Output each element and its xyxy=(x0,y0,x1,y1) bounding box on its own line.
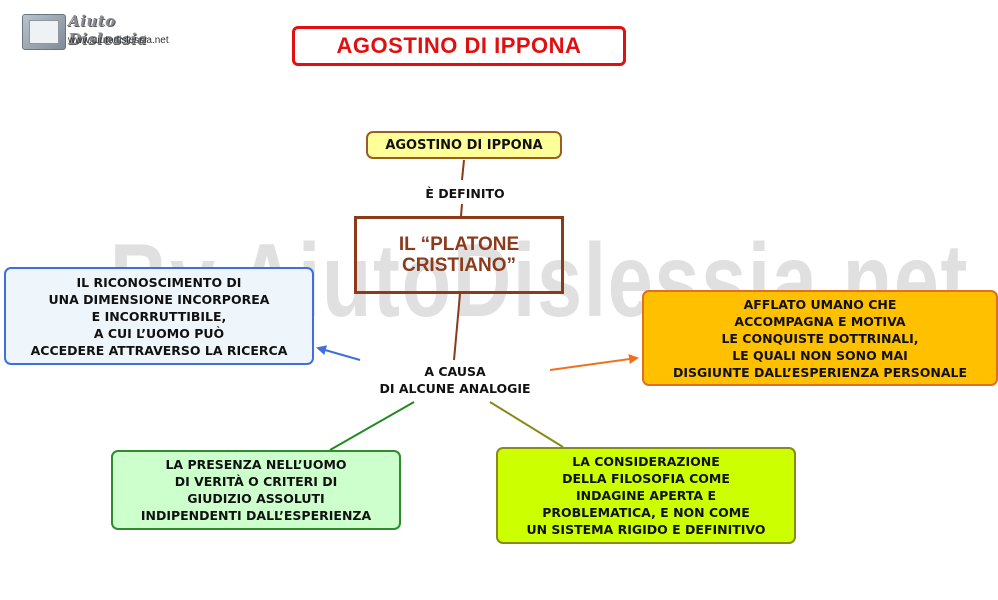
label-a-causa: A CAUSA DI ALCUNE ANALOGIE xyxy=(379,364,531,396)
connector-cause-bottom-left xyxy=(329,401,415,451)
logo: Aiuto Dislessia www.aiutodislessia.net xyxy=(22,12,182,52)
label-e-definito: È DEFINITO xyxy=(425,186,505,201)
logo-name: Aiuto Dislessia xyxy=(68,12,148,48)
page-title: AGOSTINO DI IPPONA xyxy=(336,33,582,58)
node-riconoscimento: IL RICONOSCIMENTO DI UNA DIMENSIONE INCO… xyxy=(4,267,314,365)
book-icon xyxy=(22,14,66,50)
connector-cause-left xyxy=(316,345,361,361)
node-afflato-umano: AFFLATO UMANO CHE ACCOMPAGNA E MOTIVA LE… xyxy=(642,290,998,386)
node-agostino: AGOSTINO DI IPPONA xyxy=(366,131,562,159)
logo-url: www.aiutodislessia.net xyxy=(68,35,169,46)
connector-cause-bottom-right xyxy=(489,401,564,448)
connector-platone-cause xyxy=(453,293,461,361)
connector-root-defined xyxy=(461,159,465,181)
node-considerazione-filosofia: LA CONSIDERAZIONE DELLA FILOSOFIA COME I… xyxy=(496,447,796,544)
node-platone-cristiano: IL “PLATONE CRISTIANO” xyxy=(354,216,564,294)
page-title-box: AGOSTINO DI IPPONA xyxy=(292,26,626,66)
connector-defined-platone xyxy=(460,203,463,217)
connector-cause-right xyxy=(549,354,639,371)
node-presenza-verita: LA PRESENZA NELL’UOMO DI VERITÀ O CRITER… xyxy=(111,450,401,530)
